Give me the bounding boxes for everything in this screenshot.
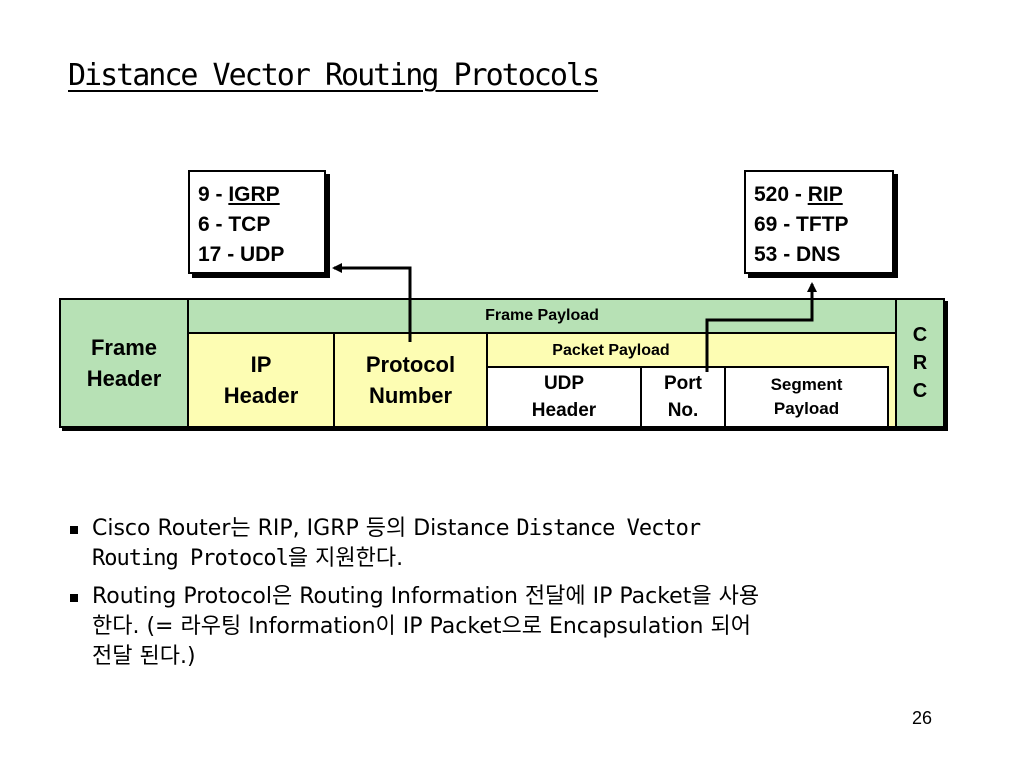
bullet-square-icon <box>70 594 78 602</box>
ip-header-label: IP Header <box>223 352 299 408</box>
bullet-square-icon <box>70 526 78 534</box>
frame-header-label: Frame Header <box>86 335 162 391</box>
bullet-1-text-a: Cisco Router는 RIP, IGRP 등의 Distance <box>92 516 517 541</box>
packet-payload-label: Packet Payload <box>552 342 670 359</box>
bullet-2-line-1: Routing Protocol은 Routing Information 전달… <box>92 584 760 609</box>
segment-payload-label: Segment Payload <box>770 375 843 418</box>
bullet-1-line-2: Routing Protocol을 지원한다. <box>92 544 950 574</box>
bullet-item-1: Cisco Router는 RIP, IGRP 등의 Distance Dist… <box>70 514 950 574</box>
segment-payload-cell: Segment Payload <box>724 366 889 428</box>
tcp-line: 6 - TCP <box>198 213 271 236</box>
bullet-1-text-d: 을 지원한다. <box>287 546 404 571</box>
bullet-2-line-3: 전달 된다.) <box>92 644 196 669</box>
ip-header-cell: IP Header <box>187 332 335 428</box>
frame-payload-label: Frame Payload <box>485 307 599 324</box>
dns-line: 53 - DNS <box>754 243 841 266</box>
crc-letter-c2: C <box>912 380 928 402</box>
rip-number: 520 - <box>754 183 808 206</box>
bullet-1-line-1: Cisco Router는 RIP, IGRP 등의 Distance Dist… <box>92 514 950 544</box>
bullet-2-line-2: 한다. (= 라우팅 Information이 IP Packet으로 Enca… <box>92 614 751 639</box>
crc-cell: C R C <box>895 298 945 428</box>
igrp-number: 9 - <box>198 183 229 206</box>
page-number: 26 <box>912 708 933 728</box>
igrp-line: 9 - IGRP <box>198 180 324 210</box>
igrp-label: IGRP <box>228 183 280 206</box>
protocol-number-cell: Protocol Number <box>333 332 488 428</box>
protocol-number-label: Protocol Number <box>365 352 456 408</box>
port-number-label: Port No. <box>664 373 702 421</box>
bullet-1-text-c: Routing Protocol <box>92 546 289 571</box>
protocol-number-box: 9 - IGRP 6 - TCP 17 - UDP <box>188 170 326 274</box>
port-number-box: 520 - RIP 69 - TFTP 53 - DNS <box>744 170 894 274</box>
port-number-cell: Port No. <box>640 366 726 428</box>
bullet-item-2: Routing Protocol은 Routing Information 전달… <box>70 582 950 672</box>
udp-line: 17 - UDP <box>198 243 285 266</box>
crc-letter-r: R <box>912 352 928 374</box>
bullet-list: Cisco Router는 RIP, IGRP 등의 Distance Dist… <box>70 514 950 680</box>
tftp-line: 69 - TFTP <box>754 213 849 236</box>
protocol-arrow <box>332 263 412 342</box>
bullet-1-text-b: Distance Vector <box>516 516 701 541</box>
slide-title: Distance Vector Routing Protocols <box>68 58 600 93</box>
port-arrow <box>705 282 817 372</box>
frame-header-cell: Frame Header <box>59 298 189 428</box>
udp-header-label: UDP Header <box>531 373 597 421</box>
rip-line: 520 - RIP <box>754 180 892 210</box>
crc-letter-c1: C <box>912 324 928 346</box>
rip-label: RIP <box>807 183 843 206</box>
